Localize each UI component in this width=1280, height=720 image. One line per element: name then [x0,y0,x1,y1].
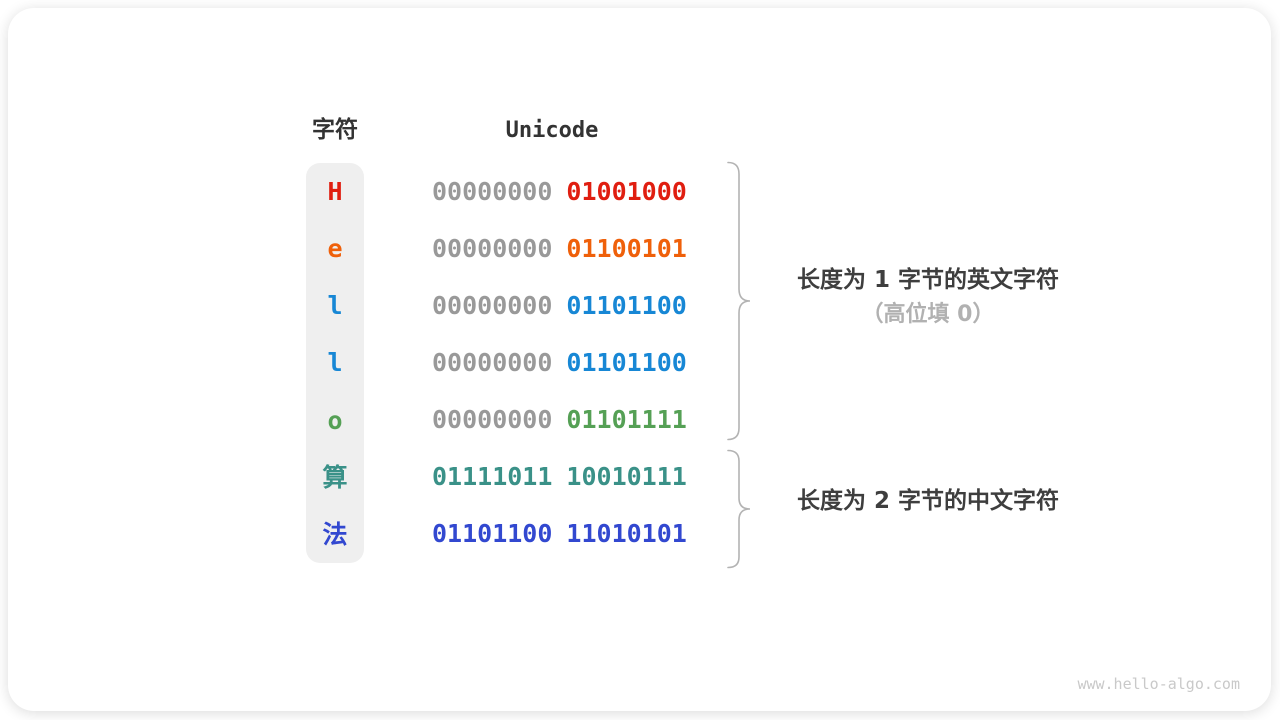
char-cell: l [327,348,343,378]
low-byte: 01100101 [566,234,687,263]
char-cell: o [327,405,343,435]
curly-brace-chinese-group [727,449,751,569]
unicode-binary-row: 00000000 01100101 [432,233,687,265]
high-byte: 01111011 [432,462,553,491]
diagram-card [8,8,1271,711]
unicode-binary-row: 00000000 01001000 [432,176,687,208]
char-cell: 算 [322,462,348,492]
low-byte: 01101100 [566,348,687,377]
char-cell: 法 [322,519,348,549]
low-byte: 01101111 [566,405,687,434]
unicode-binary-row: 00000000 01101100 [432,290,687,322]
high-byte: 01101100 [432,519,553,548]
annotation-chinese-line1: 长度为 2 字节的中文字符 [796,488,1060,514]
char-cell: H [327,177,343,207]
high-byte: 00000000 [432,291,553,320]
low-byte: 01001000 [566,177,687,206]
char-cell: l [327,291,343,321]
character-column: H e l l o 算 法 [306,163,364,563]
curly-brace-english-group [727,161,751,441]
low-byte: 10010111 [566,462,687,491]
annotation-chinese-group: 长度为 2 字节的中文字符 [752,487,1104,515]
unicode-binary-row: 01101100 11010101 [432,518,687,550]
char-cell: e [327,234,343,264]
annotation-english-group: 长度为 1 字节的英文字符 （高位填 0） [752,266,1104,329]
high-byte: 00000000 [432,177,553,206]
unicode-binary-row: 00000000 01101100 [432,347,687,379]
site-watermark: www.hello-algo.com [1077,675,1240,693]
annotation-english-line1: 长度为 1 字节的英文字符 [796,267,1060,293]
column-header-unicode: Unicode [505,118,599,143]
annotation-english-line2: （高位填 0） [861,302,995,327]
unicode-binary-row: 01111011 10010111 [432,461,687,493]
column-header-char: 字符 [312,117,358,143]
low-byte: 11010101 [566,519,687,548]
high-byte: 00000000 [432,234,553,263]
unicode-binary-row: 00000000 01101111 [432,404,687,436]
high-byte: 00000000 [432,405,553,434]
low-byte: 01101100 [566,291,687,320]
high-byte: 00000000 [432,348,553,377]
